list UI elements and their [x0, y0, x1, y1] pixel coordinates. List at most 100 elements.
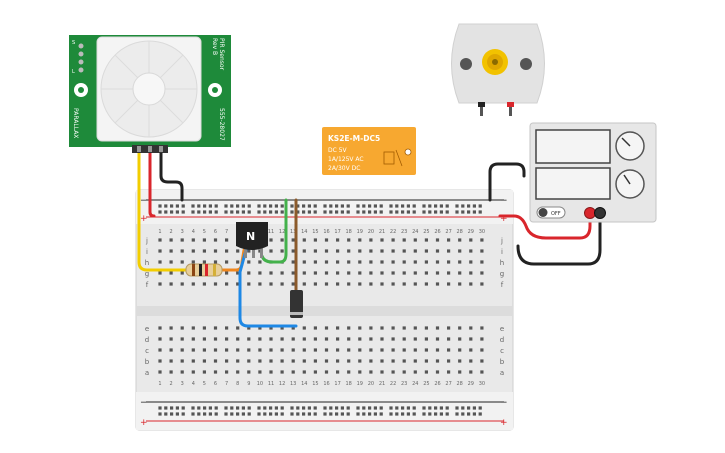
- breadboard-hole[interactable]: [180, 249, 184, 253]
- breadboard-hole[interactable]: [358, 337, 362, 341]
- breadboard-hole[interactable]: [434, 204, 438, 208]
- breadboard-hole[interactable]: [291, 238, 295, 242]
- breadboard-hole[interactable]: [291, 348, 295, 352]
- breadboard-hole[interactable]: [313, 412, 317, 416]
- breadboard-hole[interactable]: [313, 204, 317, 208]
- negative-terminal[interactable]: [594, 207, 606, 219]
- breadboard-hole[interactable]: [180, 359, 184, 363]
- breadboard-hole[interactable]: [402, 282, 406, 286]
- breadboard-hole[interactable]: [324, 238, 329, 242]
- breadboard-hole[interactable]: [447, 260, 451, 264]
- breadboard-hole[interactable]: [247, 271, 251, 275]
- breadboard-hole[interactable]: [402, 271, 406, 275]
- breadboard-hole[interactable]: [236, 282, 240, 286]
- breadboard-hole[interactable]: [302, 337, 306, 341]
- breadboard-hole[interactable]: [340, 406, 344, 410]
- breadboard-hole[interactable]: [258, 370, 262, 374]
- breadboard-hole[interactable]: [213, 249, 218, 253]
- breadboard-hole[interactable]: [191, 348, 195, 352]
- breadboard-hole[interactable]: [458, 326, 462, 330]
- breadboard-hole[interactable]: [458, 271, 462, 275]
- breadboard-hole[interactable]: [247, 406, 251, 410]
- breadboard-hole[interactable]: [447, 359, 451, 363]
- breadboard-hole[interactable]: [263, 406, 267, 410]
- breadboard-hole[interactable]: [362, 204, 366, 208]
- breadboard-hole[interactable]: [347, 249, 351, 253]
- breadboard-hole[interactable]: [302, 271, 306, 275]
- breadboard-hole[interactable]: [247, 359, 251, 363]
- breadboard-hole[interactable]: [258, 348, 262, 352]
- breadboard-hole[interactable]: [469, 370, 473, 374]
- breadboard-hole[interactable]: [458, 249, 462, 253]
- breadboard-hole[interactable]: [302, 282, 306, 286]
- breadboard-hole[interactable]: [258, 260, 262, 264]
- breadboard-hole[interactable]: [169, 238, 173, 242]
- breadboard-hole[interactable]: [435, 260, 440, 264]
- breadboard-hole[interactable]: [214, 210, 218, 214]
- breadboard-hole[interactable]: [170, 406, 174, 410]
- breadboard-hole[interactable]: [435, 238, 440, 242]
- breadboard-hole[interactable]: [380, 348, 384, 352]
- breadboard-hole[interactable]: [169, 359, 173, 363]
- breadboard-hole[interactable]: [391, 238, 395, 242]
- breadboard-hole[interactable]: [302, 412, 306, 416]
- breadboard-hole[interactable]: [472, 204, 476, 208]
- breadboard-hole[interactable]: [269, 326, 273, 330]
- breadboard-hole[interactable]: [362, 412, 366, 416]
- breadboard-hole[interactable]: [379, 210, 383, 214]
- breadboard-hole[interactable]: [247, 326, 251, 330]
- breadboard-hole[interactable]: [380, 271, 384, 275]
- breadboard-hole[interactable]: [395, 204, 399, 208]
- breadboard-hole[interactable]: [202, 249, 206, 253]
- breadboard-hole[interactable]: [413, 337, 417, 341]
- breadboard-hole[interactable]: [307, 406, 311, 410]
- breadboard-hole[interactable]: [461, 406, 465, 410]
- breadboard-hole[interactable]: [225, 370, 229, 374]
- breadboard-hole[interactable]: [191, 238, 195, 242]
- breadboard-hole[interactable]: [395, 412, 399, 416]
- breadboard-hole[interactable]: [455, 210, 459, 214]
- breadboard-hole[interactable]: [225, 282, 229, 286]
- breadboard-hole[interactable]: [402, 359, 406, 363]
- breadboard-hole[interactable]: [191, 260, 195, 264]
- breadboard-hole[interactable]: [346, 412, 350, 416]
- breadboard-hole[interactable]: [170, 204, 174, 208]
- breadboard-hole[interactable]: [435, 337, 440, 341]
- wire-red-supply[interactable]: [498, 212, 592, 240]
- breadboard-hole[interactable]: [230, 204, 234, 208]
- breadboard-hole[interactable]: [158, 260, 162, 264]
- breadboard-hole[interactable]: [335, 406, 339, 410]
- breadboard-hole[interactable]: [413, 260, 417, 264]
- breadboard-hole[interactable]: [170, 210, 174, 214]
- breadboard-hole[interactable]: [402, 370, 406, 374]
- breadboard-hole[interactable]: [258, 326, 262, 330]
- breadboard-hole[interactable]: [445, 412, 449, 416]
- breadboard-hole[interactable]: [435, 359, 440, 363]
- breadboard-hole[interactable]: [469, 260, 473, 264]
- breadboard-hole[interactable]: [362, 406, 366, 410]
- breadboard-hole[interactable]: [213, 282, 218, 286]
- breadboard-hole[interactable]: [225, 337, 229, 341]
- breadboard-hole[interactable]: [424, 238, 428, 242]
- breadboard-hole[interactable]: [435, 348, 440, 352]
- breadboard-hole[interactable]: [358, 249, 362, 253]
- breadboard-hole[interactable]: [307, 412, 311, 416]
- breadboard-hole[interactable]: [480, 370, 484, 374]
- breadboard-hole[interactable]: [413, 271, 417, 275]
- breadboard-hole[interactable]: [247, 370, 251, 374]
- wire-black-supply-top[interactable]: [488, 162, 526, 202]
- breadboard-hole[interactable]: [241, 210, 245, 214]
- breadboard-hole[interactable]: [203, 204, 207, 208]
- breadboard-hole[interactable]: [469, 359, 473, 363]
- breadboard-hole[interactable]: [180, 238, 184, 242]
- breadboard-hole[interactable]: [180, 271, 184, 275]
- breadboard-hole[interactable]: [458, 359, 462, 363]
- breadboard-hole[interactable]: [422, 412, 426, 416]
- breadboard-hole[interactable]: [169, 370, 173, 374]
- breadboard-hole[interactable]: [329, 412, 333, 416]
- breadboard-hole[interactable]: [257, 406, 261, 410]
- breadboard-hole[interactable]: [447, 370, 451, 374]
- breadboard-hole[interactable]: [480, 249, 484, 253]
- breadboard-hole[interactable]: [158, 370, 162, 374]
- breadboard-hole[interactable]: [280, 282, 284, 286]
